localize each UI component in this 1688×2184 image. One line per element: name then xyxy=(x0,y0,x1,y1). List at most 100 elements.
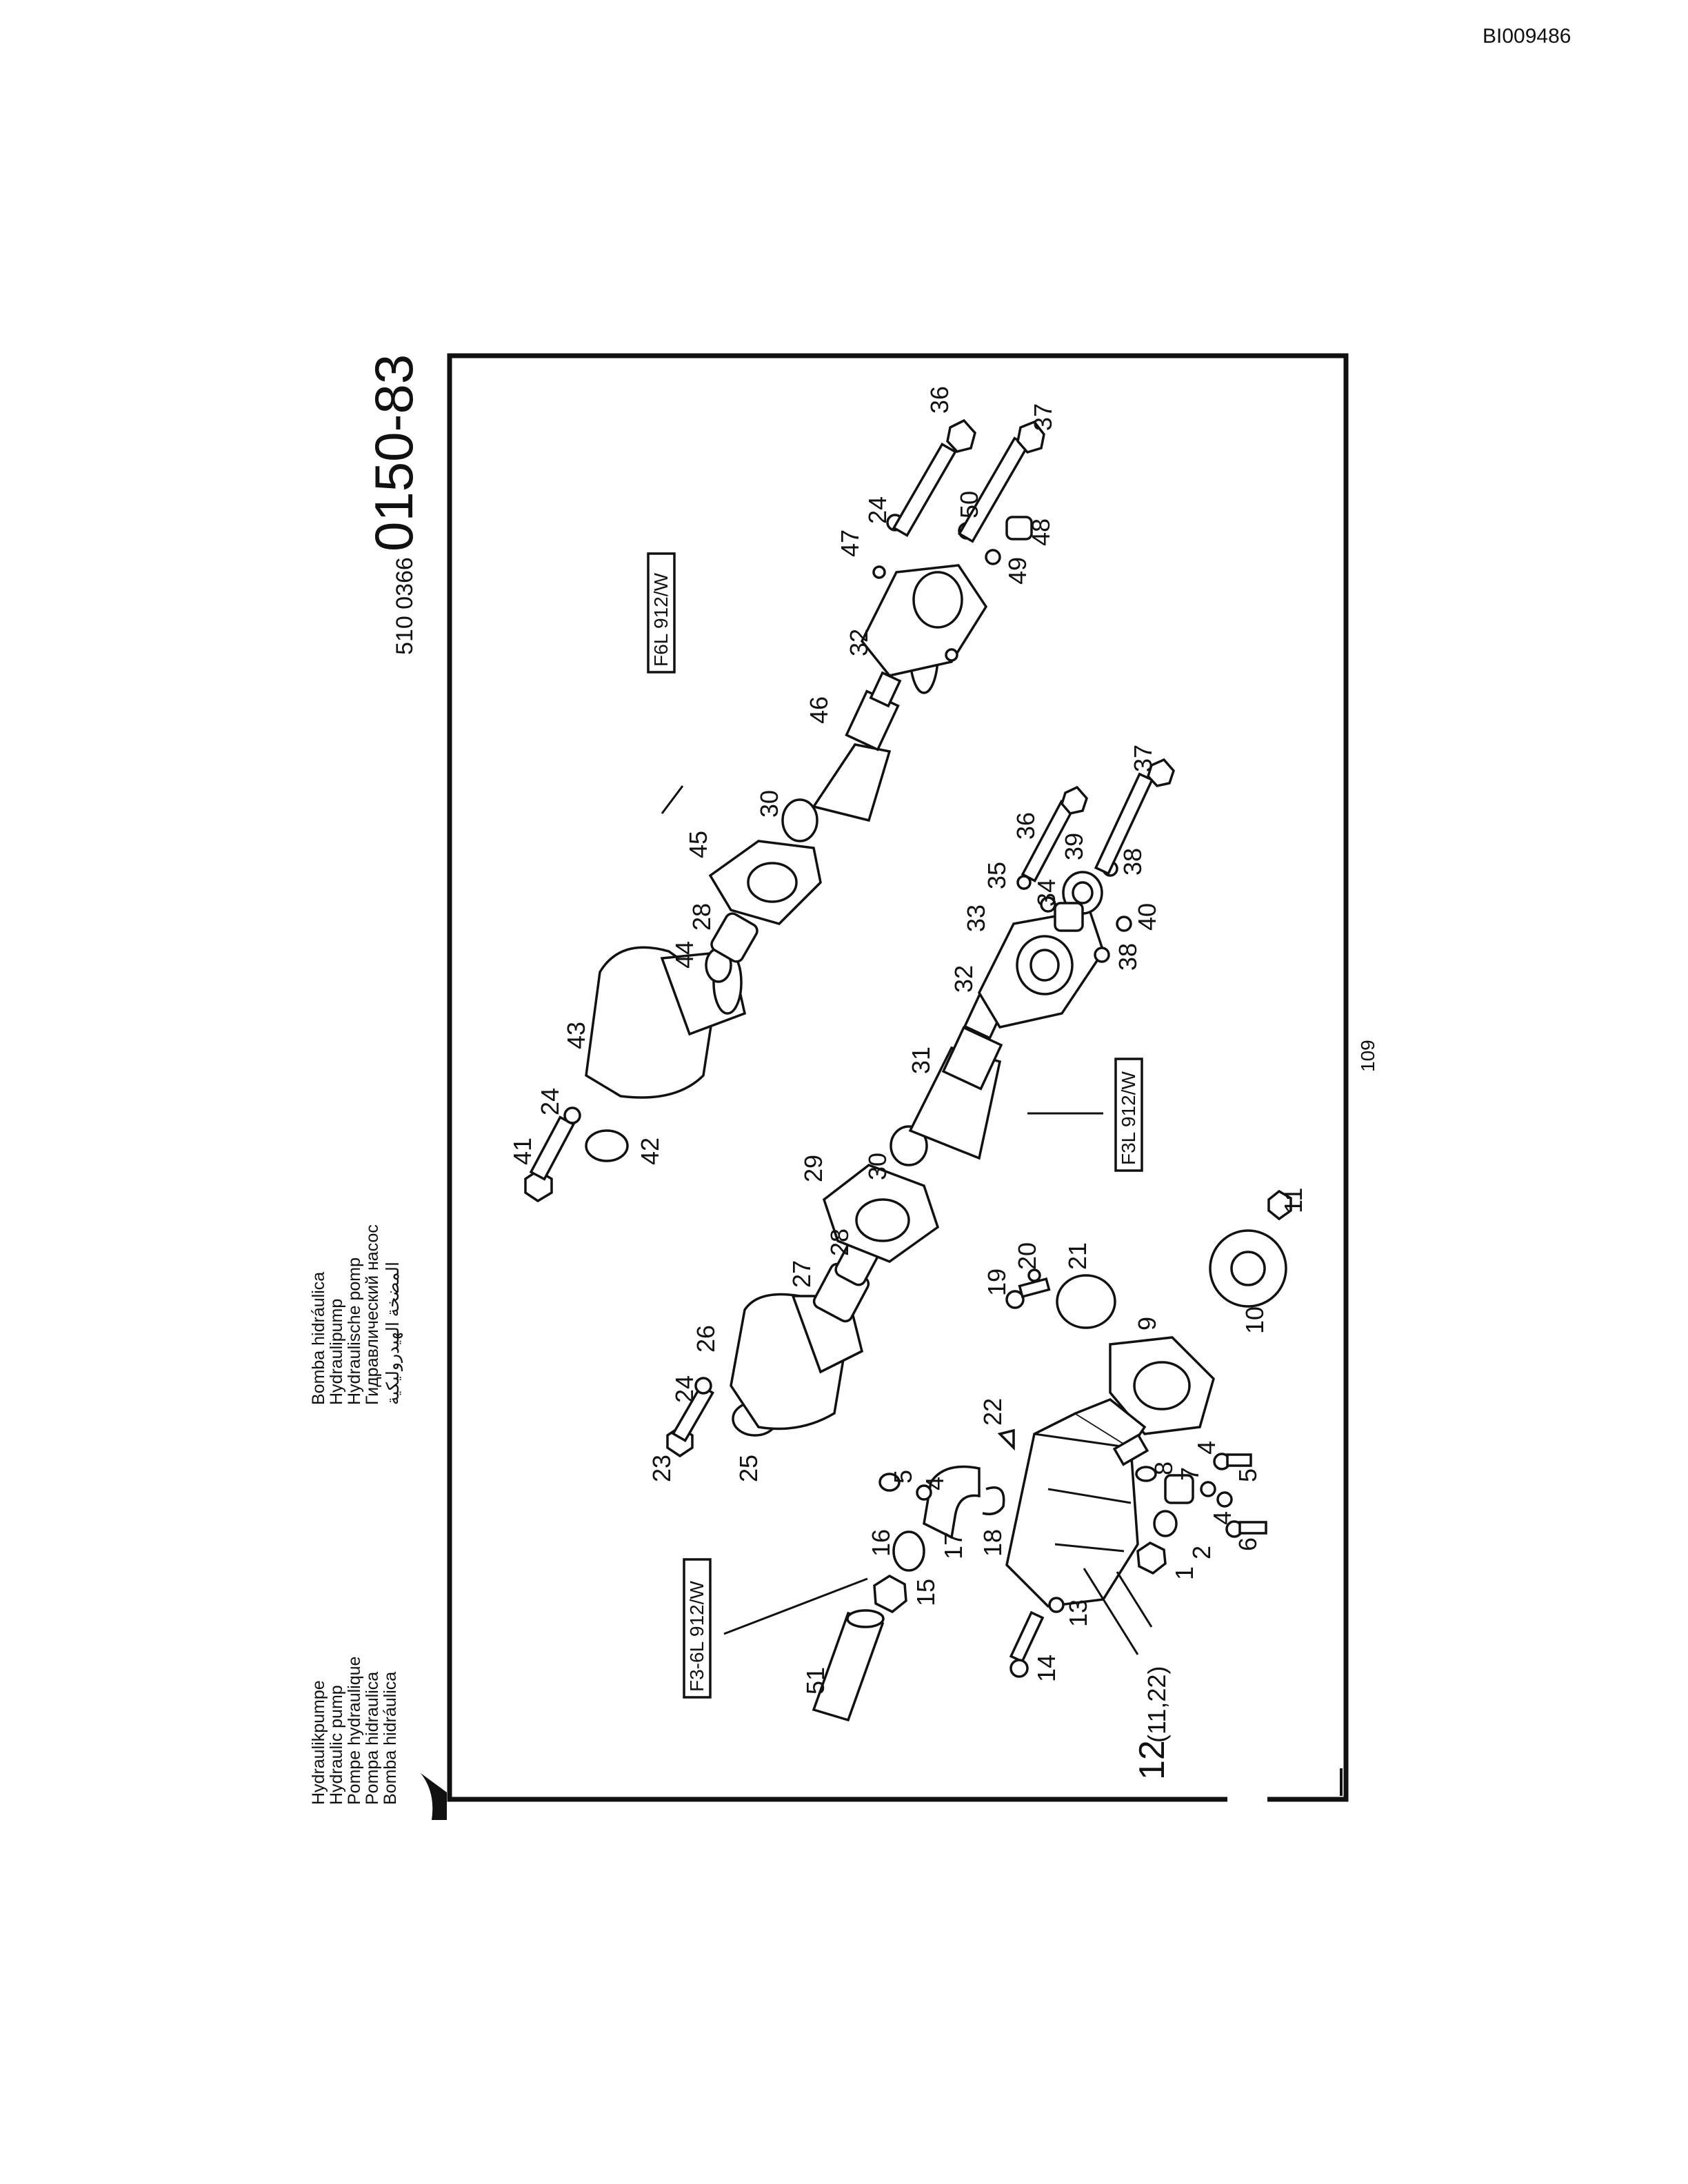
ring-40 xyxy=(1116,916,1132,932)
seal-30-mid xyxy=(890,1125,928,1166)
callout-49: 49 xyxy=(1003,557,1032,585)
callout-18: 18 xyxy=(978,1529,1007,1557)
callout-20: 20 xyxy=(1013,1242,1041,1270)
elbow-17 xyxy=(923,1465,981,1539)
washer-4b-pump xyxy=(1216,1491,1233,1508)
title-block: Hydraulikpumpe Hydraulic pump Pompe hydr… xyxy=(309,1224,403,1805)
nut-1 xyxy=(1136,1541,1167,1575)
gasket-45 xyxy=(708,840,822,925)
callout-12-subparts: (11,22) xyxy=(1143,1666,1171,1743)
key-22 xyxy=(997,1428,1015,1451)
circlip-18 xyxy=(982,1486,1005,1515)
title-fr: Pompe hydraulique xyxy=(345,1657,364,1805)
callout-17: 17 xyxy=(939,1532,967,1559)
title-en: Hydraulic pump xyxy=(327,1685,346,1805)
pump-body-12 xyxy=(1005,1397,1153,1628)
cover-21 xyxy=(1056,1274,1116,1329)
ring-8 xyxy=(1135,1466,1157,1482)
washer-4-pump xyxy=(1200,1481,1216,1497)
callouts: 1 2 4 4 4 5 5 6 7 8 9 10 11 12 (11,22) 1… xyxy=(508,386,1307,1780)
callout-4: 4 xyxy=(1192,1441,1220,1455)
callout-12: 12 xyxy=(1132,1740,1172,1780)
bolt-23 xyxy=(666,1384,715,1458)
seal-30 xyxy=(781,798,818,842)
plug-2 xyxy=(1153,1510,1178,1537)
gasket-29 xyxy=(822,1164,940,1263)
callout-15: 15 xyxy=(912,1579,940,1606)
variant-box-f36l: F3-6L 912/W xyxy=(683,1558,712,1699)
callout-36: 36 xyxy=(925,386,954,414)
leader-f6l xyxy=(661,785,684,814)
callout-24: 24 xyxy=(863,496,892,524)
callout-33: 33 xyxy=(962,904,990,932)
seal-42 xyxy=(585,1129,629,1162)
document-id: BI009486 xyxy=(1483,25,1571,48)
bolt-5-elbow xyxy=(878,1473,901,1492)
callout-38: 38 xyxy=(1118,848,1147,876)
callout-35: 35 xyxy=(983,862,1011,889)
callout-13: 13 xyxy=(1064,1599,1092,1627)
callout-32: 32 xyxy=(845,629,873,656)
callout-38: 38 xyxy=(1114,943,1142,971)
callout-1: 1 xyxy=(1170,1566,1198,1580)
variant-box-f6l: F6L 912/W xyxy=(647,552,676,674)
callout-28: 28 xyxy=(825,1228,854,1256)
callout-39: 39 xyxy=(1060,833,1088,860)
bolt-6 xyxy=(1225,1520,1267,1538)
fitting-7 xyxy=(1164,1474,1194,1504)
callout-50: 50 xyxy=(955,491,983,518)
callout-19: 19 xyxy=(983,1268,1011,1296)
svg-text:F3L 912/W: F3L 912/W xyxy=(1118,1071,1139,1165)
title-ar: المضخة الهيدروليكية xyxy=(383,1262,403,1405)
seal-16 xyxy=(892,1530,925,1572)
callout-41: 41 xyxy=(508,1138,536,1165)
gear-shaft-46 xyxy=(812,671,902,822)
callout-34: 34 xyxy=(1032,879,1061,907)
title-de: Hydraulikpumpe xyxy=(309,1680,328,1805)
washer-20 xyxy=(1027,1268,1041,1282)
bolt-14 xyxy=(1009,1610,1045,1678)
callout-37: 37 xyxy=(1129,745,1157,772)
ring-49 xyxy=(985,549,1001,565)
callout-29: 29 xyxy=(799,1155,827,1182)
drawing-frame xyxy=(421,353,1349,1820)
callout-45: 45 xyxy=(684,831,712,858)
nut-11 xyxy=(1267,1189,1292,1221)
bolt-36-mid xyxy=(1021,785,1088,883)
callout-46: 46 xyxy=(805,696,833,724)
callout-48: 48 xyxy=(1027,518,1055,546)
callout-24: 24 xyxy=(536,1088,564,1115)
callout-21: 21 xyxy=(1063,1242,1092,1270)
callout-43: 43 xyxy=(562,1022,590,1049)
washer-34 xyxy=(1040,896,1056,913)
callout-25: 25 xyxy=(734,1455,763,1482)
leader-f36l xyxy=(723,1577,868,1635)
title-it: Pompa hidraulica xyxy=(363,1672,382,1805)
washer-38-b xyxy=(1094,947,1110,963)
bearing-28 xyxy=(710,912,758,963)
callout-7: 7 xyxy=(1176,1467,1204,1481)
plug-48 xyxy=(1005,516,1033,540)
callout-28: 28 xyxy=(687,903,716,931)
callout-14: 14 xyxy=(1032,1655,1061,1682)
cap-39 xyxy=(1054,871,1103,932)
title-es: Bomba hidráulica xyxy=(381,1672,400,1805)
title-nl: Hydraulische pomp xyxy=(345,1257,364,1405)
callout-11: 11 xyxy=(1279,1188,1307,1213)
cover-33 xyxy=(978,909,1105,1029)
svg-text:F3-6L 912/W: F3-6L 912/W xyxy=(686,1581,707,1692)
callout-23: 23 xyxy=(647,1455,676,1482)
bolt-19 xyxy=(1005,1277,1051,1309)
washer-13 xyxy=(1048,1597,1065,1613)
callout-31: 31 xyxy=(907,1046,935,1074)
callout-42: 42 xyxy=(636,1138,664,1165)
cover-47 xyxy=(860,564,988,677)
callout-30: 30 xyxy=(863,1153,892,1180)
washer-4-elbow xyxy=(916,1484,932,1501)
callout-2: 2 xyxy=(1187,1546,1216,1559)
callout-24: 24 xyxy=(670,1375,699,1403)
callout-36: 36 xyxy=(1012,812,1040,840)
callout-47: 47 xyxy=(836,529,864,557)
title-pt: Bomba hidráulica xyxy=(309,1272,328,1405)
